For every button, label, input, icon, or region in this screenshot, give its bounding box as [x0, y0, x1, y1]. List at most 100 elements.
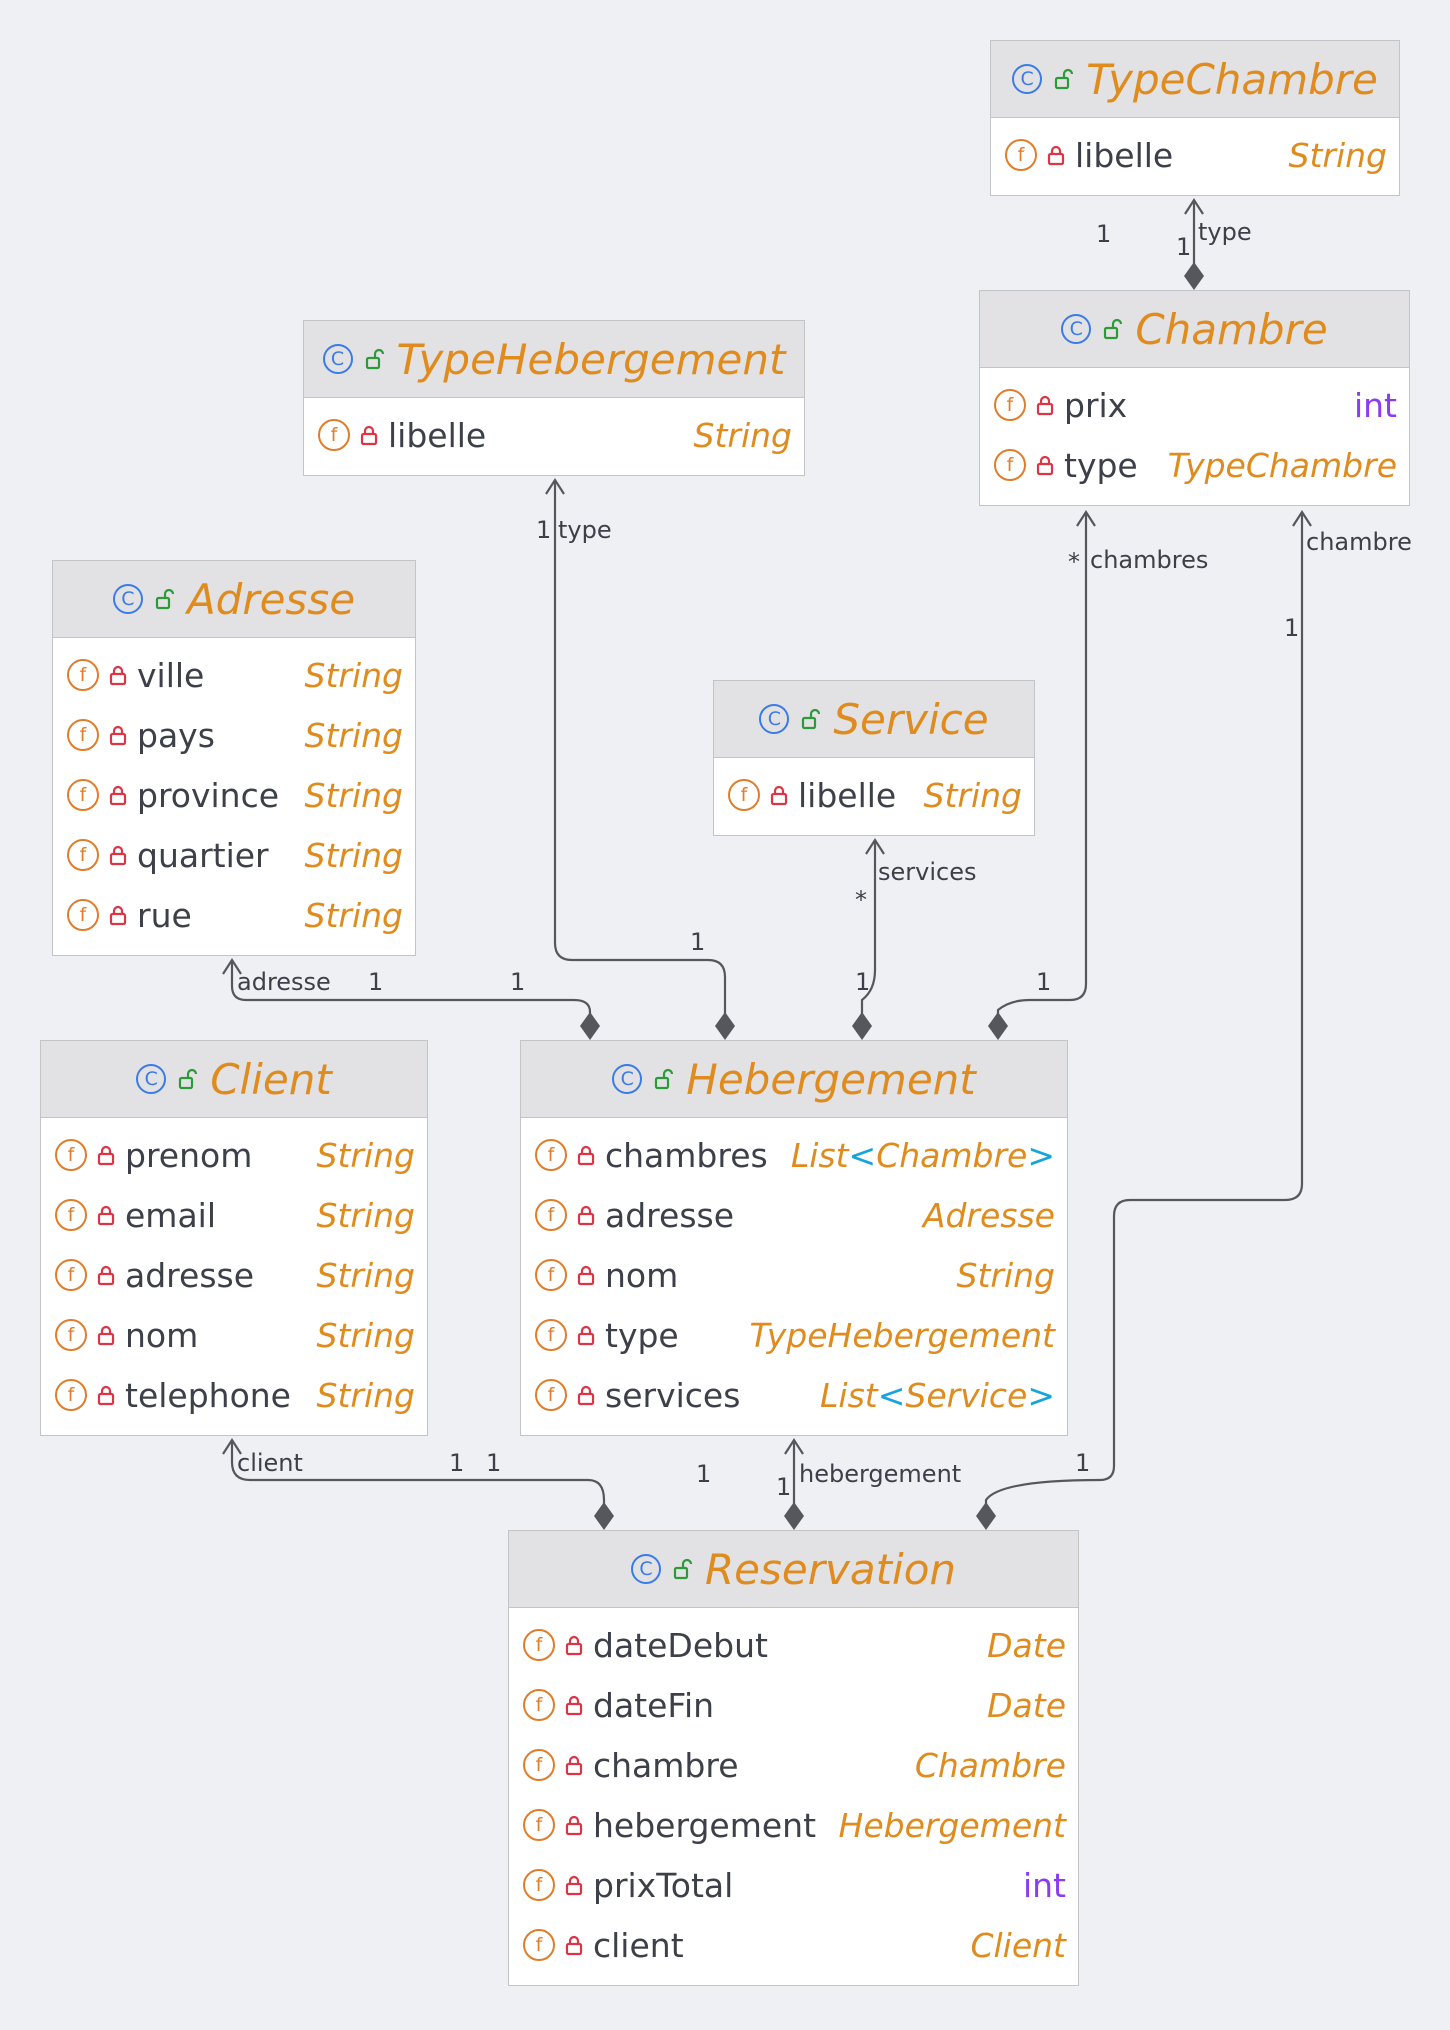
field-icon: f — [535, 1319, 567, 1351]
field-type: String — [316, 1255, 415, 1295]
field-name: nom — [605, 1255, 679, 1295]
field-icon: f — [55, 1319, 87, 1351]
class-icon: C — [759, 704, 790, 734]
field-icon: f — [55, 1199, 87, 1231]
label-role: type — [558, 516, 612, 544]
lock-icon — [360, 424, 378, 446]
field-name: ville — [137, 655, 205, 695]
type-prefix: List — [820, 1375, 878, 1415]
class-icon: C — [630, 1554, 661, 1584]
field-row: f telephone String — [41, 1365, 427, 1425]
field-icon: f — [535, 1139, 567, 1171]
class-header: C TypeChambre — [991, 41, 1399, 118]
arrowhead-typechambre — [1184, 197, 1204, 215]
class-header: C TypeHebergement — [304, 321, 804, 398]
field-name: libelle — [1075, 135, 1174, 175]
field-icon: f — [994, 389, 1026, 421]
field-type: String — [316, 1315, 415, 1355]
label-mult: 1 — [368, 968, 384, 996]
lock-icon — [97, 1324, 115, 1346]
label-mult: 1 — [486, 1449, 502, 1477]
field-row: f type TypeChambre — [980, 435, 1409, 495]
type-inner: Service — [905, 1375, 1028, 1415]
field-type: String — [316, 1135, 415, 1175]
arrowhead-service — [865, 837, 885, 855]
lock-icon — [565, 1694, 583, 1716]
edge-reservation-client — [230, 1440, 606, 1506]
edge-hebergement-typehebergement — [553, 480, 727, 1016]
class-icon: C — [112, 584, 143, 614]
field-row: f prixTotal int — [509, 1855, 1078, 1915]
label-mult: 1 — [1036, 968, 1052, 996]
label-mult: 1 — [1176, 233, 1192, 261]
field-name: client — [593, 1925, 684, 1965]
class-reservation[interactable]: C Reservation f dateDebut Date f dateFin… — [508, 1530, 1079, 1986]
field-name: type — [605, 1315, 679, 1355]
field-name: nom — [125, 1315, 199, 1355]
class-hebergement[interactable]: C Hebergement f chambres List<Chambre> f… — [520, 1040, 1068, 1436]
class-name: Client — [210, 1054, 332, 1104]
field-type: String — [304, 895, 403, 935]
label-role: chambres — [1090, 546, 1209, 574]
lock-icon — [109, 724, 127, 746]
generic-close: > — [1027, 1135, 1055, 1175]
field-type: String — [316, 1375, 415, 1415]
public-icon — [801, 708, 821, 730]
class-header: C Client — [41, 1041, 427, 1118]
label-mult: * — [855, 886, 867, 914]
lock-icon — [1047, 144, 1065, 166]
class-name: Hebergement — [686, 1054, 976, 1104]
class-name: TypeChambre — [1086, 54, 1378, 104]
arrowhead-hebergement — [784, 1437, 804, 1455]
field-name: rue — [137, 895, 192, 935]
lock-icon — [97, 1264, 115, 1286]
generic-open: < — [848, 1135, 877, 1175]
label-role: client — [237, 1449, 303, 1477]
lock-icon — [565, 1874, 583, 1896]
lock-icon — [109, 904, 127, 926]
diamond-hebergement-chambres — [988, 1012, 1008, 1040]
field-name: province — [137, 775, 280, 815]
field-icon: f — [55, 1379, 87, 1411]
field-icon: f — [67, 779, 99, 811]
field-icon: f — [67, 659, 99, 691]
field-icon: f — [55, 1259, 87, 1291]
class-adresse[interactable]: C Adresse f ville String f pays String f… — [52, 560, 416, 956]
class-typechambre[interactable]: C TypeChambre f libelle String — [990, 40, 1400, 196]
field-name: prenom — [125, 1135, 253, 1175]
field-type: String — [304, 715, 403, 755]
type-prefix: List — [790, 1135, 849, 1175]
class-service[interactable]: C Service f libelle String — [713, 680, 1035, 836]
class-client[interactable]: C Client f prenom String f email String … — [40, 1040, 428, 1436]
public-icon — [654, 1068, 674, 1090]
field-type: Adresse — [922, 1195, 1055, 1235]
field-row: f nom String — [41, 1305, 427, 1365]
field-name: prix — [1064, 385, 1128, 425]
field-icon: f — [67, 839, 99, 871]
label-mult: 1 — [855, 968, 871, 996]
diamond-hebergement-adresse — [580, 1012, 600, 1040]
field-name: type — [1064, 445, 1138, 485]
label-mult: * — [1068, 548, 1080, 576]
edge-reservation-chambre — [984, 512, 1304, 1506]
label-role: hebergement — [799, 1460, 962, 1488]
arrowhead-chambre-chambre — [1292, 509, 1312, 527]
field-row: f dateFin Date — [509, 1675, 1078, 1735]
generic-close: > — [1027, 1375, 1055, 1415]
lock-icon — [577, 1144, 595, 1166]
field-type: String — [304, 835, 403, 875]
field-row: f chambre Chambre — [509, 1735, 1078, 1795]
field-type: String — [1288, 135, 1387, 175]
label-mult: 1 — [696, 1460, 712, 1488]
class-chambre[interactable]: C Chambre f prix int f type TypeChambre — [979, 290, 1410, 506]
class-typehebergement[interactable]: C TypeHebergement f libelle String — [303, 320, 805, 476]
label-mult: 1 — [1284, 614, 1300, 642]
field-name: dateFin — [593, 1685, 715, 1725]
class-icon: C — [136, 1064, 167, 1094]
field-name: libelle — [388, 415, 487, 455]
field-icon: f — [523, 1869, 555, 1901]
diamond-hebergement-services — [852, 1012, 872, 1040]
field-row: f client Client — [509, 1915, 1078, 1975]
field-name: libelle — [798, 775, 897, 815]
